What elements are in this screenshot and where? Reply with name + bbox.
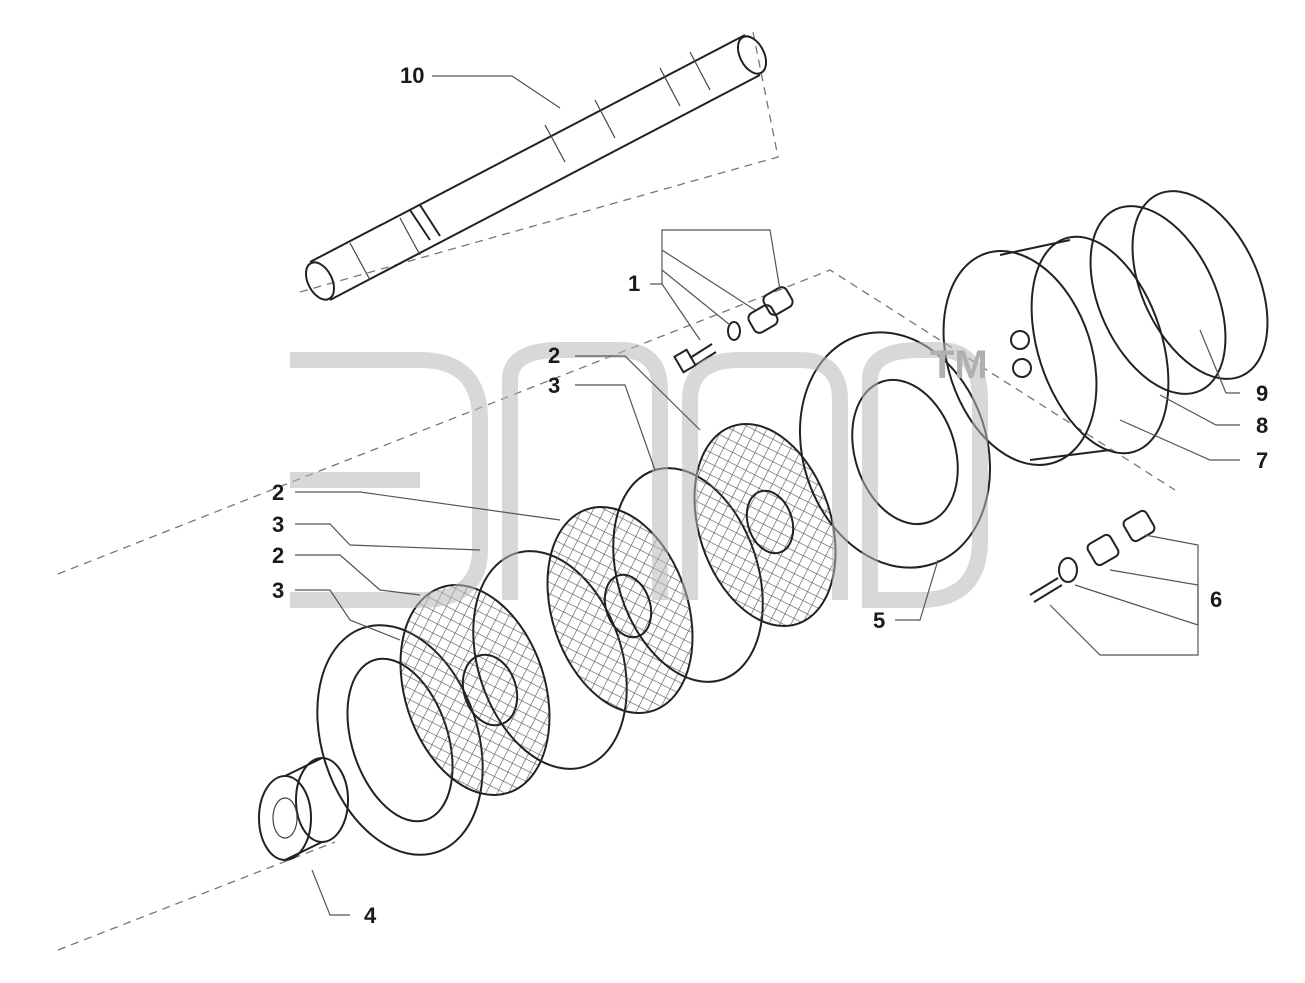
callout-7: 7 [1256, 448, 1268, 473]
callout-3-top: 3 [548, 373, 560, 398]
watermark-logo: TM [290, 342, 988, 608]
spring-assembly-part-6 [1029, 509, 1156, 603]
callout-2-lower: 2 [272, 543, 284, 568]
callout-labels: 10 1 2 3 2 3 2 3 4 5 6 7 8 9 [272, 63, 1268, 928]
shaft-part-10 [304, 34, 768, 301]
leader-lines [295, 75, 1240, 916]
seal-rings-parts-8-9 [1089, 190, 1269, 395]
callout-3-lower: 3 [272, 578, 284, 603]
callout-8: 8 [1256, 413, 1268, 438]
callout-3-middle: 3 [272, 512, 284, 537]
callout-9: 9 [1256, 381, 1268, 406]
callout-4: 4 [364, 903, 377, 928]
callout-2-middle: 2 [272, 480, 284, 505]
callout-6: 6 [1210, 587, 1222, 612]
callout-2-top: 2 [548, 343, 560, 368]
callout-10: 10 [400, 63, 424, 88]
housing-part-7 [942, 235, 1170, 466]
watermark-tm-text: TM [930, 343, 988, 387]
callout-5: 5 [873, 608, 885, 633]
assembly-axis-lines [57, 26, 1176, 951]
clutch-disc-stack [316, 423, 837, 856]
callout-1: 1 [628, 271, 640, 296]
splined-hub-part-4 [258, 757, 349, 861]
